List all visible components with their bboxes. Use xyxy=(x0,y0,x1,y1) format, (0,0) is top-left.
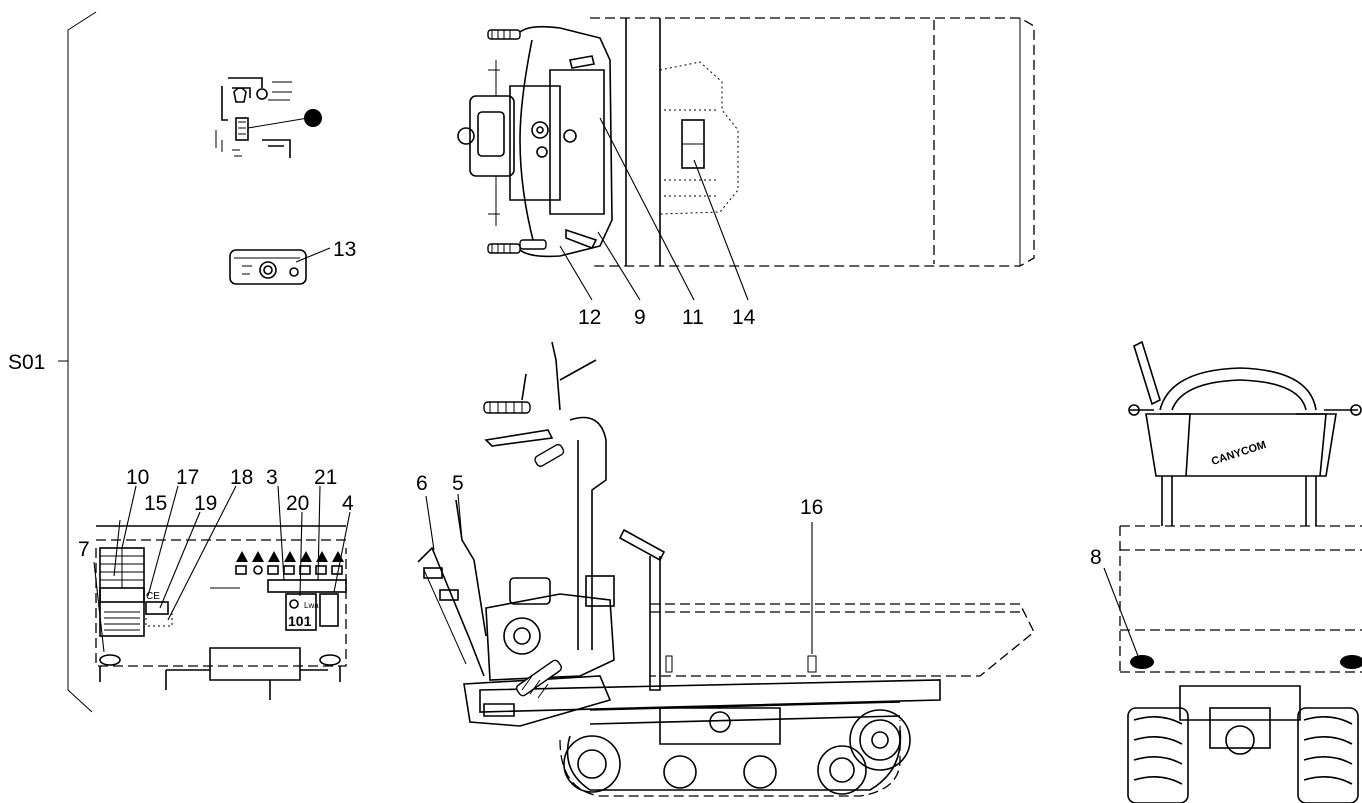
rear-panel-view: CE Lwa 101 xyxy=(78,466,354,700)
front-view: CANYCOM 8 xyxy=(1090,340,1362,803)
group-bracket: S01 xyxy=(8,11,97,713)
callout-17: 17 xyxy=(176,466,199,489)
callout-20: 20 xyxy=(286,492,309,515)
callout-5: 5 xyxy=(452,472,464,495)
callout-16: 16 xyxy=(800,496,823,519)
callout-12: 12 xyxy=(578,306,601,329)
callout-11: 11 xyxy=(682,306,704,329)
right-track xyxy=(1297,707,1359,803)
callout-15: 15 xyxy=(144,492,167,515)
warning-decals xyxy=(235,551,344,575)
callout-19: 19 xyxy=(194,492,217,515)
callout-18: 18 xyxy=(230,466,253,489)
callout-8: 8 xyxy=(1090,546,1102,569)
left-track xyxy=(1127,707,1189,803)
marker-dot xyxy=(304,109,322,127)
ce-mark: CE xyxy=(146,591,160,602)
callout-3: 3 xyxy=(266,466,278,489)
switch-detail: 13 xyxy=(229,238,356,285)
callout-10: 10 xyxy=(126,466,149,489)
brand-decal: CANYCOM xyxy=(1210,439,1268,468)
callout-7: 7 xyxy=(78,538,90,561)
callout-6: 6 xyxy=(416,472,428,495)
callout-21: 21 xyxy=(314,466,337,489)
callout-4: 4 xyxy=(342,492,354,515)
noise-unit: Lwa xyxy=(304,601,319,610)
callout-13: 13 xyxy=(333,238,356,261)
callout-14: 14 xyxy=(732,306,756,329)
group-label: S01 xyxy=(8,351,45,374)
top-view: 12 9 11 14 xyxy=(457,17,1035,329)
callout-9: 9 xyxy=(634,306,646,329)
side-view: 16 xyxy=(416,341,1035,797)
noise-value: 101 xyxy=(288,613,312,629)
control-panel-detail xyxy=(215,77,322,158)
